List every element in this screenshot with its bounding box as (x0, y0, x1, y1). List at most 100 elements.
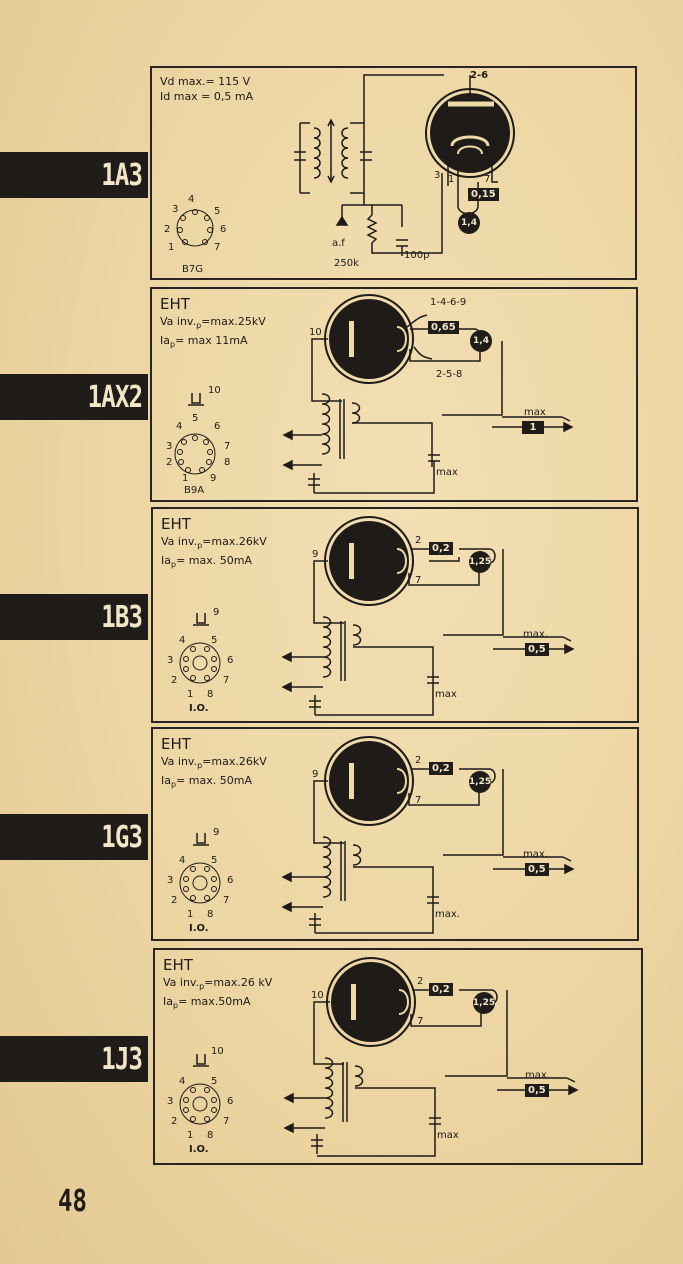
spec-line: Vd max.= 115 V (160, 75, 251, 88)
spec-head: EHT (160, 295, 190, 313)
base-pin-5: 5 (214, 206, 221, 217)
spec-text: = max 11mA (175, 334, 248, 348)
base-pin-4: 4 (188, 194, 195, 205)
pin-label: 7 (417, 1016, 424, 1027)
base-pin-2: 2 (164, 224, 171, 235)
tube-label: 1G3 (101, 819, 143, 855)
anode-pin-label: 9 (312, 549, 319, 560)
heater-current-badge: 1,25 (469, 551, 491, 573)
base-pin-7: 7 (223, 675, 230, 686)
base-pin-3: 3 (167, 655, 174, 666)
base-pin-5: 5 (211, 855, 218, 866)
base-pin-7: 7 (214, 242, 221, 253)
spec-text: Ia (161, 554, 171, 568)
spec-line: Va inv.p=max.26kV (161, 534, 267, 553)
spec-text: Ia (160, 334, 170, 348)
base-pin-6: 6 (227, 875, 234, 886)
spec-text: Va inv. (163, 976, 200, 989)
base-pin-3: 3 (167, 1096, 174, 1107)
spec-sub: p (196, 321, 202, 331)
pin-label: 2 (415, 755, 422, 766)
spec-sub: p (173, 1001, 179, 1011)
schematic-panel-1g3: EHT Va inv.p=max.26kV Iap= max. 50mA (151, 727, 639, 941)
spec-line: Iap= max 11mA (160, 333, 266, 352)
schematic-panel-1a3: Vd max.= 115 V Id max = 0,5 mA (150, 66, 637, 280)
spec-line: Va inv.p=max.25kV (160, 314, 266, 333)
heater-current-badge: 1,25 (469, 771, 491, 793)
base-pin-7: 7 (223, 895, 230, 906)
base-pin-3: 3 (167, 875, 174, 886)
base-pin-1: 1 (182, 473, 189, 484)
page-number: 48 (58, 1184, 87, 1219)
schematic-panel-1j3: EHT Va inv.p=max.26 kV Iap= max.50mA (153, 948, 643, 1165)
top-cap-pin: 9 (213, 607, 220, 618)
capacitor-label: 100p (404, 250, 430, 261)
base-pin-1: 1 (187, 689, 194, 700)
spec-line: Iap= max. 50mA (161, 553, 267, 572)
spec-head: EHT (161, 735, 191, 753)
base-pin-2: 2 (171, 675, 178, 686)
base-name: B7G (182, 264, 203, 275)
pin-label: 3 (434, 170, 441, 181)
base-pin-6: 6 (227, 1096, 234, 1107)
base-pin-8: 8 (207, 909, 214, 920)
spec-line: Id max = 0,5 mA (160, 90, 254, 103)
output-value-box: 0,5 (525, 643, 549, 656)
top-cap-pin: 9 (213, 827, 220, 838)
spec-text: Va inv. (161, 755, 198, 768)
heater-current-badge: 1,25 (473, 992, 495, 1014)
heater-voltage-box: 0,2 (429, 983, 453, 996)
tube-tab-1a3: 1A3 (0, 152, 148, 198)
spec-head: EHT (161, 515, 191, 533)
output-value-box: 0,5 (525, 1084, 549, 1097)
schematic-diagram (179, 957, 579, 1157)
spec-text: Va inv. (161, 535, 198, 548)
pin-label: 2 (415, 535, 422, 546)
af-label: a.f (332, 238, 345, 249)
spec-text: Ia (163, 995, 173, 1009)
heater-voltage-box: 0,15 (468, 188, 499, 201)
resistor-label: 250k (334, 258, 359, 269)
heater-voltage-box: 0,2 (429, 542, 453, 555)
base-pin-3: 3 (172, 204, 179, 215)
schematic-diagram (174, 294, 574, 494)
base-pin-2: 2 (171, 1116, 178, 1127)
tube-tab-1ax2: 1AX2 (0, 374, 148, 420)
base-pin-4: 4 (176, 421, 183, 432)
spec-sub: p (199, 982, 205, 992)
output-value-box: 1 (522, 421, 544, 434)
output-label: max. (523, 629, 548, 640)
capacitor-label: max (437, 1130, 459, 1141)
top-cap-pin: 10 (211, 1046, 224, 1057)
output-value-box: 0,5 (525, 863, 549, 876)
top-cap-pin: 10 (208, 385, 221, 396)
schematic-diagram (179, 736, 575, 934)
base-pin-1: 1 (168, 242, 175, 253)
spec-block: Vd max.= 115 V Id max = 0,5 mA (160, 74, 253, 104)
base-pin-6: 6 (220, 224, 227, 235)
tube-label: 1B3 (101, 599, 143, 635)
heater-voltage-box: 0,65 (428, 321, 459, 334)
schematic-panel-1ax2: EHT Va inv.p=max.25kV Iap= max 11mA (150, 287, 638, 502)
spec-line: Va inv.p=max.26 kV (163, 975, 272, 994)
base-pin-3: 3 (166, 441, 173, 452)
spec-sub: p (170, 340, 176, 350)
spec-block: EHT Va inv.p=max.26kV Iap= max. 50mA (161, 735, 267, 792)
anode-pin-label: 10 (309, 327, 322, 338)
spec-text: =max.26kV (202, 755, 267, 768)
pin-label: 7 (415, 575, 422, 586)
pin-label: 7 (484, 174, 491, 185)
heater-voltage-box: 0,2 (429, 762, 453, 775)
spec-sub: p (171, 780, 177, 790)
anode-pins-label: 2-6 (470, 70, 489, 81)
base-name: I.O. (189, 703, 209, 714)
base-pin-9: 9 (210, 473, 217, 484)
spec-head: EHT (163, 956, 193, 974)
output-label: max. (523, 849, 548, 860)
output-label: max. (525, 1070, 550, 1081)
base-pin-5: 5 (211, 1076, 218, 1087)
spec-text: = max. 50mA (176, 774, 252, 788)
capacitor-label: max. (435, 909, 460, 920)
spec-block: EHT Va inv.p=max.25kV Iap= max 11mA (160, 295, 266, 352)
spec-text: =max.26 kV (204, 976, 273, 989)
